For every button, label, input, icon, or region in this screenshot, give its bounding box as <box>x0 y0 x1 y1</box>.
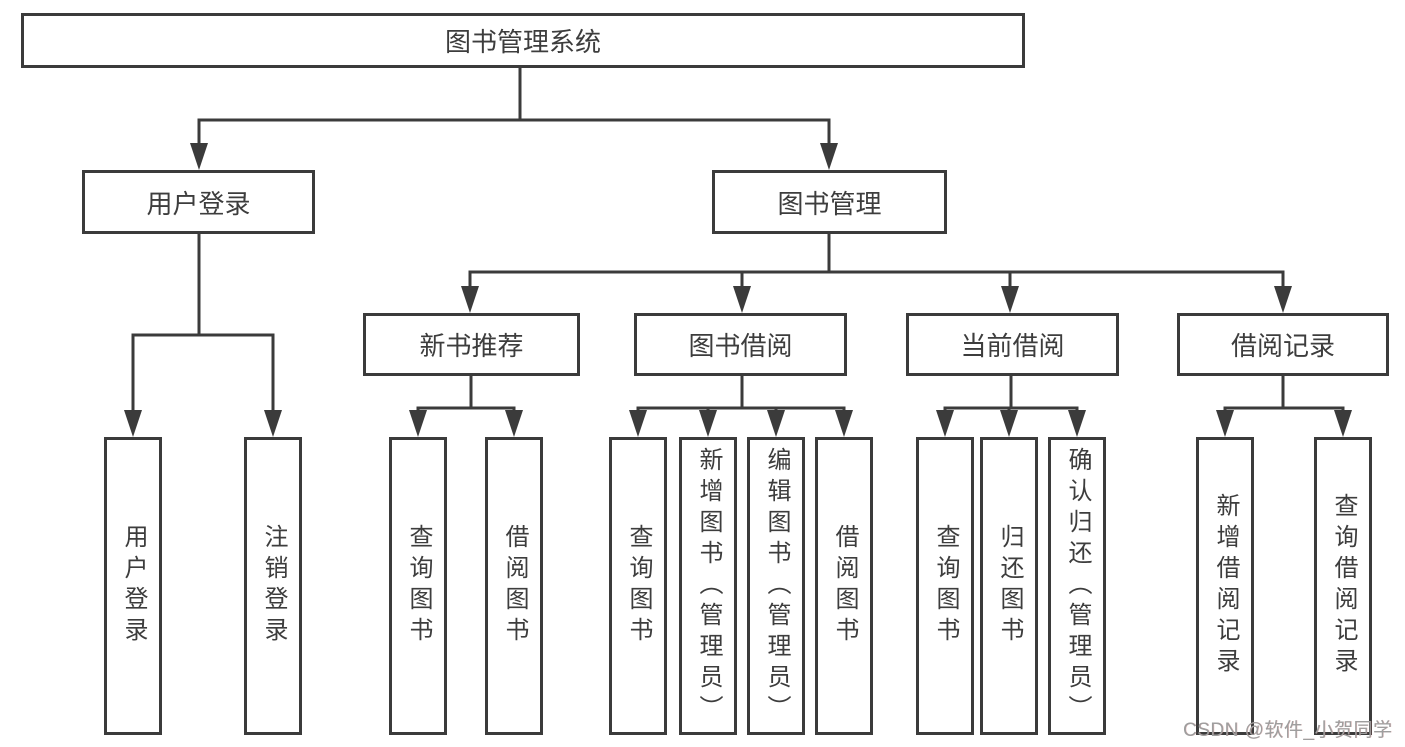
leaf-confirm-return-admin: 确认归还（管理员） <box>1048 437 1106 735</box>
leaf-borrow-books-recommend: 借阅图书 <box>485 437 543 735</box>
leaf-user-login: 用户登录 <box>104 437 162 735</box>
node-book-borrow: 图书借阅 <box>634 313 847 376</box>
node-user-login: 用户登录 <box>82 170 315 234</box>
leaf-add-borrow-record: 新增借阅记录 <box>1196 437 1254 735</box>
arrowhead-icons <box>124 143 1352 437</box>
leaf-borrow-books: 借阅图书 <box>815 437 873 735</box>
node-new-book-recommend: 新书推荐 <box>363 313 580 376</box>
leaf-edit-books-admin: 编辑图书（管理员） <box>747 437 805 735</box>
leaf-return-books: 归还图书 <box>980 437 1038 735</box>
watermark: CSDN @软件_小贺同学 <box>1183 720 1393 741</box>
leaf-query-borrow-record: 查询借阅记录 <box>1314 437 1372 735</box>
node-current-borrow: 当前借阅 <box>906 313 1119 376</box>
leaf-query-books-current: 查询图书 <box>916 437 974 735</box>
leaf-query-books-borrow: 查询图书 <box>609 437 667 735</box>
leaf-query-books-recommend: 查询图书 <box>389 437 447 735</box>
node-system-root: 图书管理系统 <box>21 13 1025 68</box>
leaf-add-books-admin: 新增图书（管理员） <box>679 437 737 735</box>
node-borrow-records: 借阅记录 <box>1177 313 1389 376</box>
leaf-logout: 注销登录 <box>244 437 302 735</box>
node-book-management: 图书管理 <box>712 170 947 234</box>
